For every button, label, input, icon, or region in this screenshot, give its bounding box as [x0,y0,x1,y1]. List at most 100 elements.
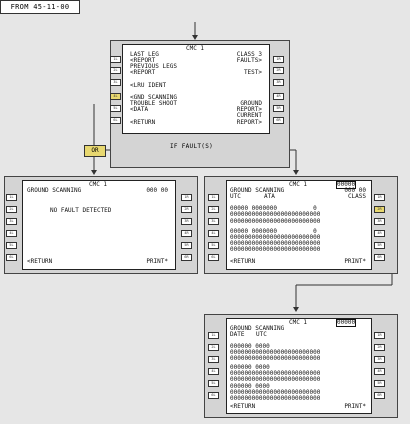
bottom-data-row: 0000000000000000000000000 [230,355,321,362]
right-lsk-2l[interactable]: 2L [208,206,219,213]
top-lsk-2r[interactable]: 2R [273,67,284,74]
left-screen-page: 000 00 [146,187,168,194]
bottom-data-row: 000000 0000 [230,383,270,390]
left-lsk-5l[interactable]: 5L [6,242,17,249]
right-lsk-4l[interactable]: 4L [208,230,219,237]
left-lsk-2l[interactable]: 2L [6,206,17,213]
right-lsk-1r[interactable]: 1R [374,194,385,201]
bottom-data-row: 0000000000000000000000000 [230,376,321,383]
right-lsk-4r[interactable]: 4R [374,230,385,237]
top-row-4-right[interactable]: TEST> [243,69,262,76]
right-data-row: 0000000000000000000000000 [230,234,321,241]
top-cdu-screen [122,44,270,134]
bottom-col-utc: UTC [256,331,267,338]
right-lsk-5r[interactable]: 5R [374,242,385,249]
left-lsk-4r[interactable]: 4R [181,230,192,237]
bottom-lsk-3r[interactable]: 3R [374,356,385,363]
right-data-row: 0000000000000000000000000 [230,211,321,218]
bottom-lsk-5l[interactable]: 5L [208,380,219,387]
right-print-button[interactable]: PRINT* [344,258,366,265]
top-screen-title: CMC 1 [185,45,205,52]
left-lsk-6l[interactable]: 6L [6,254,17,261]
bottom-lsk-4l[interactable]: 4L [208,368,219,375]
bottom-screen-page-box: 00000 [336,319,357,327]
left-cdu-screen [22,180,176,270]
left-lsk-1l[interactable]: 1L [6,194,17,201]
top-row-6-left[interactable]: <LRU IDENT [130,82,167,89]
left-screen-title: CMC 1 [88,181,108,188]
bottom-lsk-5r[interactable]: 5R [374,380,385,387]
top-row-11-right: CURRENT [236,112,262,119]
left-screen-subtitle: GROUND SCANNING [27,187,82,194]
right-col-ata: ATA [264,193,275,200]
or-box: OR [84,145,106,157]
bottom-lsk-2r[interactable]: 2R [374,344,385,351]
right-lsk-6r[interactable]: 6R [374,254,385,261]
right-col-utc: UTC [230,193,241,200]
right-data-row: 00000 0000000 0 [230,205,317,212]
bottom-lsk-6l[interactable]: 6L [208,392,219,399]
top-row-8-left[interactable]: <GND SCANNING [130,94,177,101]
top-lsk-5r[interactable]: 5R [273,105,284,112]
bottom-return-button[interactable]: <RETURN [230,403,256,410]
right-data-row: 0000000000000000000000000 [230,246,321,253]
top-lsk-5l[interactable]: 5L [110,105,121,112]
left-return-button[interactable]: <RETURN [27,258,53,265]
left-lsk-5r[interactable]: 5R [181,242,192,249]
right-screen-page-box: 00000 [336,181,357,189]
bottom-col-date: DATE [230,331,245,338]
bottom-lsk-4r[interactable]: 4R [374,368,385,375]
top-row-1-left: LAST LEG [130,51,159,58]
top-row-10-right[interactable]: REPORT> [236,106,262,113]
left-lsk-3r[interactable]: 3R [181,218,192,225]
top-lsk-2l[interactable]: 2L [110,67,121,74]
top-lsk-6r[interactable]: 6R [273,117,284,124]
top-lsk-3r[interactable]: 3R [273,79,284,86]
top-lsk-4r[interactable]: 4R [273,93,284,100]
top-row-3-left: PREVIOUS LEGS [130,63,177,70]
left-print-button[interactable]: PRINT* [146,258,168,265]
bottom-cdu-screen [226,318,372,414]
right-lsk-5l[interactable]: 5L [208,242,219,249]
right-data-row: 0000000000000000000000000 [230,240,321,247]
no-fault-message: NO FAULT DETECTED [50,207,112,214]
bottom-data-row: 0000000000000000000000000 [230,370,321,377]
left-lsk-3l[interactable]: 3L [6,218,17,225]
top-lsk-4l[interactable]: 4L [110,93,121,100]
right-lsk-2r[interactable]: 2R [374,206,385,213]
right-return-button[interactable]: <RETURN [230,258,256,265]
bottom-lsk-1r[interactable]: 1R [374,332,385,339]
right-data-row: 0000000000000000000000000 [230,218,321,225]
bottom-lsk-2l[interactable]: 2L [208,344,219,351]
right-lsk-3l[interactable]: 3L [208,218,219,225]
top-row-2-right[interactable]: FAULTS> [236,57,262,64]
top-lsk-3l[interactable]: 3L [110,79,121,86]
top-row-10-left[interactable]: <DATA [130,106,149,113]
top-row-9-left: TROUBLE SHOOT [130,100,177,107]
top-row-12-left[interactable]: <RETURN [130,119,156,126]
right-screen-subtitle: GROUND SCANNING [230,187,285,194]
left-lsk-2r[interactable]: 2R [181,206,192,213]
bottom-data-row: 0000000000000000000000000 [230,395,321,402]
bottom-data-row: 0000000000000000000000000 [230,349,321,356]
top-row-2-left[interactable]: <REPORT [130,57,156,64]
right-lsk-1l[interactable]: 1L [208,194,219,201]
bottom-lsk-3l[interactable]: 3L [208,356,219,363]
top-row-9-right: GROUND [240,100,262,107]
top-row-12-right[interactable]: REPORT> [236,119,262,126]
top-lsk-1l[interactable]: 1L [110,56,121,63]
right-lsk-3r[interactable]: 3R [374,218,385,225]
left-lsk-6r[interactable]: 6R [181,254,192,261]
top-row-4-left[interactable]: <REPORT [130,69,156,76]
top-lsk-6l[interactable]: 6L [110,117,121,124]
bottom-data-row: 000000 0000 [230,343,270,350]
bottom-lsk-1l[interactable]: 1L [208,332,219,339]
right-lsk-6l[interactable]: 6L [208,254,219,261]
top-lsk-1r[interactable]: 1R [273,56,284,63]
right-cdu-screen [226,180,372,270]
left-lsk-4l[interactable]: 4L [6,230,17,237]
bottom-data-row: 000000 0000 [230,364,270,371]
left-lsk-1r[interactable]: 1R [181,194,192,201]
bottom-lsk-6r[interactable]: 6R [374,392,385,399]
bottom-print-button[interactable]: PRINT* [344,403,366,410]
